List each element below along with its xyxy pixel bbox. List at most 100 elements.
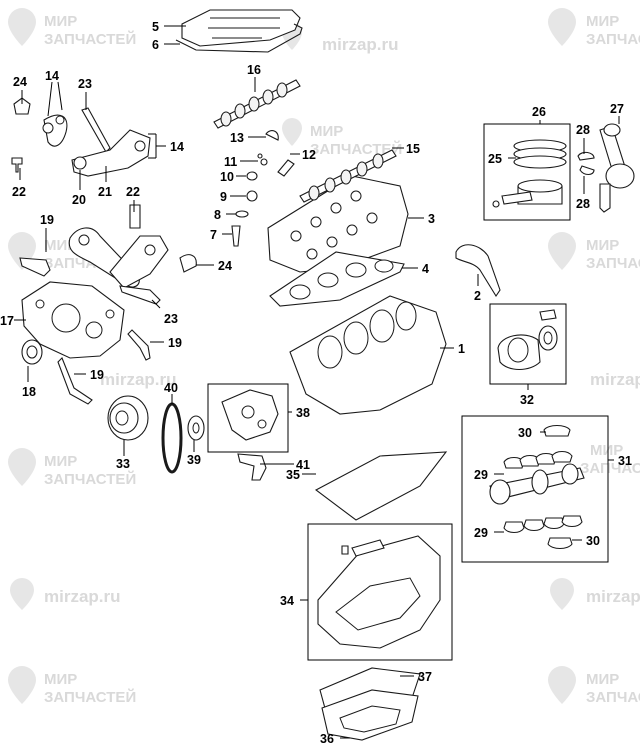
oil-pump-chain [161, 402, 183, 474]
callout-23[interactable]: 23 [164, 312, 178, 326]
callout-35[interactable]: 35 [286, 468, 300, 482]
watermark-line1: МИР [310, 123, 343, 140]
camshaft-exhaust [299, 149, 397, 203]
map-pin-icon [548, 8, 576, 46]
callout-33[interactable]: 33 [116, 457, 130, 471]
watermark-site-bottom-left: mirzap.ru [10, 578, 121, 610]
callout-6[interactable]: 6 [152, 38, 159, 52]
callout-40[interactable]: 40 [164, 381, 178, 395]
watermark-site: mirzap.ru [590, 370, 640, 389]
watermark-line2: ЗАПЧАСТЕЙ [44, 688, 136, 706]
callout-5[interactable]: 5 [152, 20, 159, 34]
connecting-rod [577, 123, 635, 213]
watermark-line2: ЗАПЧАСТЕЙ [310, 140, 402, 158]
callout-24[interactable]: 24 [13, 75, 27, 89]
watermark-line1: МИР [44, 453, 77, 470]
watermark-logo-top-left: МИР ЗАПЧАСТЕЙ [8, 8, 136, 48]
callout-4[interactable]: 4 [422, 262, 429, 276]
group-boxes [207, 123, 609, 661]
callout-16[interactable]: 16 [247, 63, 261, 77]
callout-20[interactable]: 20 [72, 193, 86, 207]
watermark-line2: ЗАПЧАСТЕЙ [44, 470, 136, 488]
callout-2[interactable]: 2 [474, 289, 481, 303]
callout-14[interactable]: 14 [170, 140, 184, 154]
valve-cover [181, 9, 301, 47]
callout-14[interactable]: 14 [45, 69, 59, 83]
callout-19[interactable]: 19 [90, 368, 104, 382]
watermark-site-right: mirzap.ru [590, 370, 640, 389]
piston-kit-box [483, 123, 571, 221]
callout-34[interactable]: 34 [280, 594, 294, 608]
watermark-line2: ЗАПЧАСТЕЙ [586, 688, 640, 706]
callout-11[interactable]: 11 [224, 155, 237, 169]
callout-30[interactable]: 30 [586, 534, 600, 548]
callout-31[interactable]: 31 [618, 454, 632, 468]
watermark-logo-lower-right: МИР ЗАПЧАСТЕЙ [580, 442, 640, 477]
callout-10[interactable]: 10 [220, 170, 234, 184]
callout-28[interactable]: 28 [576, 123, 590, 137]
oil-pan-kit-box [307, 523, 453, 661]
callout-8[interactable]: 8 [214, 208, 221, 222]
map-pin-icon [10, 578, 34, 610]
map-pin-icon [8, 448, 36, 486]
watermark-logo-top-right: МИР ЗАПЧАСТЕЙ [548, 8, 640, 48]
callout-21[interactable]: 21 [98, 185, 112, 199]
callout-19[interactable]: 19 [168, 336, 182, 350]
upper-oil-pan [317, 535, 441, 649]
callout-3[interactable]: 3 [428, 212, 435, 226]
callout-9[interactable]: 9 [220, 190, 227, 204]
callout-12[interactable]: 12 [302, 148, 316, 162]
timing-chain [455, 244, 501, 298]
callout-38[interactable]: 38 [296, 406, 310, 420]
cylinder-head-gasket [269, 251, 405, 307]
callout-22[interactable]: 22 [126, 185, 140, 199]
watermark-logo-mid-right: МИР ЗАПЧАСТЕЙ [548, 232, 640, 272]
watermark-site-mid-center: МИР ЗАПЧАСТЕЙ [282, 118, 402, 158]
watermark-line2: ЗАПЧАСТЕЙ [586, 30, 640, 48]
watermark-site: mirzap.ru [44, 587, 121, 606]
valve-train-parts [231, 130, 295, 247]
callout-29[interactable]: 29 [474, 468, 488, 482]
watermark-site-bottom-right: mirzap.ru [550, 578, 640, 610]
lower-oil-pan [321, 689, 419, 741]
callout-7[interactable]: 7 [210, 228, 217, 242]
callout-23[interactable]: 23 [78, 77, 92, 91]
oil-pan-gasket [314, 451, 448, 521]
callout-29[interactable]: 29 [474, 526, 488, 540]
watermark-logo-lower-left: МИР ЗАПЧАСТЕЙ [8, 448, 136, 488]
callout-18[interactable]: 18 [22, 385, 36, 399]
oil-pump-kit-box [207, 383, 289, 453]
rear-main-seal-housing [497, 309, 558, 371]
watermark-logo-bottom-left: МИР ЗАПЧАСТЕЙ [8, 666, 136, 706]
watermark-site: mirzap.ru [586, 587, 640, 606]
callout-1[interactable]: 1 [458, 342, 465, 356]
callout-24[interactable]: 24 [218, 259, 232, 273]
watermark-site: mirzap.ru [322, 35, 399, 54]
callout-30[interactable]: 30 [518, 426, 532, 440]
callout-32[interactable]: 32 [520, 393, 534, 407]
callout-19[interactable]: 19 [40, 213, 54, 227]
callout-28[interactable]: 28 [576, 197, 590, 211]
callout-13[interactable]: 13 [230, 131, 244, 145]
watermark-line1: МИР [590, 442, 623, 459]
callout-37[interactable]: 37 [418, 670, 432, 684]
cylinder-head [267, 175, 409, 273]
crankshaft-pulley [107, 395, 149, 441]
oil-pump [221, 389, 279, 441]
callout-41[interactable]: 41 [296, 458, 310, 472]
callout-22[interactable]: 22 [12, 185, 26, 199]
callout-27[interactable]: 27 [610, 102, 624, 116]
callout-26[interactable]: 26 [532, 105, 546, 119]
callout-15[interactable]: 15 [406, 142, 420, 156]
map-pin-icon [548, 232, 576, 270]
timing-chain-guides-lower [19, 204, 197, 305]
map-pin-icon [8, 666, 36, 704]
callout-39[interactable]: 39 [187, 453, 201, 467]
callout-25[interactable]: 25 [488, 152, 502, 166]
callout-17[interactable]: 17 [0, 314, 14, 328]
oil-pickup-tube [237, 453, 267, 481]
camshaft-intake [213, 79, 301, 129]
callout-36[interactable]: 36 [320, 732, 334, 744]
map-pin-icon [548, 666, 576, 704]
